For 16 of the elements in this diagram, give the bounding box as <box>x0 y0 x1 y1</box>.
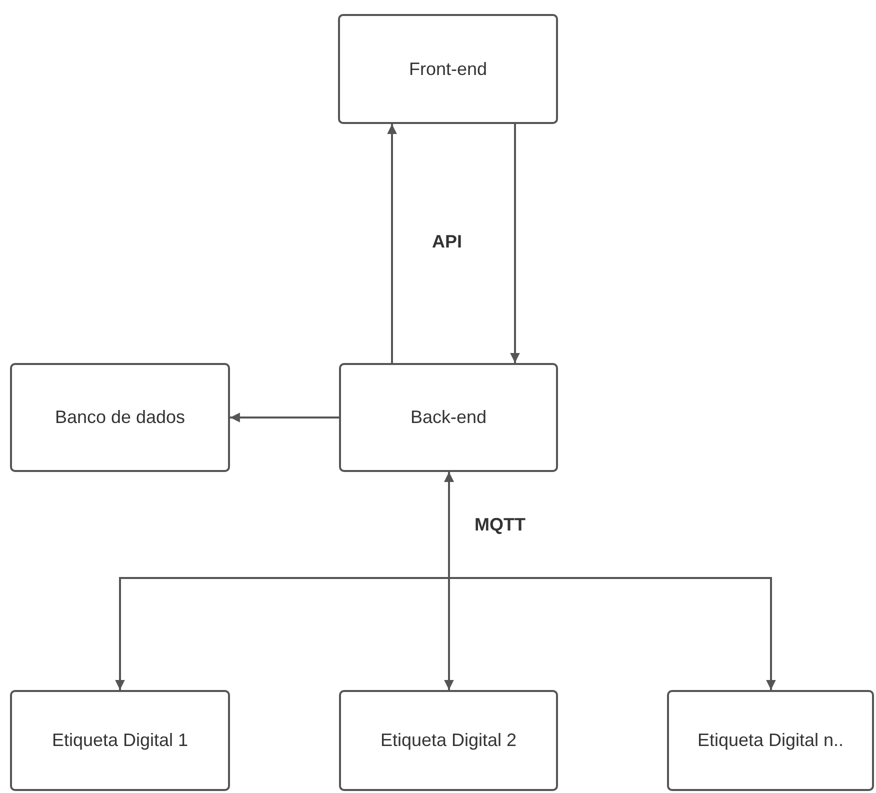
arrow <box>230 412 339 422</box>
arrow <box>387 124 397 363</box>
process-box <box>10 690 230 791</box>
box-label: Etiqueta Digital 1 <box>52 730 188 751</box>
box-label: Etiqueta Digital 2 <box>380 730 517 751</box>
box-label: Etiqueta Digital n.. <box>697 730 844 751</box>
process-box <box>339 690 558 791</box>
arrow <box>510 124 520 363</box>
box-label: Banco de dados <box>54 407 186 428</box>
arrow <box>444 472 776 690</box>
process-box <box>667 690 874 791</box>
box-label: Front-end <box>408 58 488 80</box>
process-box <box>10 363 230 472</box>
box-label: Back-end <box>410 407 487 428</box>
process-box <box>339 363 558 472</box>
process-box <box>338 14 558 124</box>
